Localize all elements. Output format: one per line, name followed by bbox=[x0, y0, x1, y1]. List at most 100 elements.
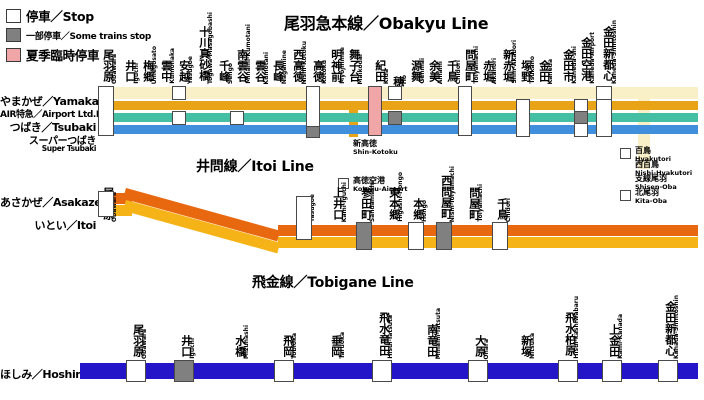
station-marker-tobigane-5[interactable] bbox=[372, 360, 392, 382]
station-marker-obakyu-25[interactable] bbox=[574, 111, 588, 124]
station-name-romaji: Kaneda bbox=[547, 58, 554, 84]
station-name-jp: 金田空港 bbox=[579, 37, 593, 81]
station-marker-tobigane-0[interactable] bbox=[126, 360, 146, 382]
station-marker-obakyu-4[interactable] bbox=[172, 111, 186, 125]
branch-callout-kita-oba: 北尾羽 Kita-Oba bbox=[635, 189, 668, 206]
station-name-jp: 明神前 bbox=[329, 48, 343, 82]
station-marker-itoi-8[interactable] bbox=[492, 222, 508, 250]
station-marker-tobigane-1[interactable] bbox=[174, 360, 194, 382]
station-name-romaji: Mizuhashi bbox=[243, 324, 250, 359]
station-marker-tobigane-3[interactable] bbox=[274, 360, 294, 382]
station-marker-itoi-0[interactable] bbox=[98, 191, 114, 217]
route-bar-asakaze-head bbox=[98, 193, 132, 204]
station-name-romaji: Togawa-Masagobashi bbox=[207, 11, 214, 84]
branch-marker-kita-oba[interactable] bbox=[620, 190, 631, 201]
station-marker-tobigane-7[interactable] bbox=[468, 360, 488, 382]
service-label-super-tsubaki-jp: スーパーつばき bbox=[28, 136, 97, 147]
station-name-romaji: Nagamine bbox=[281, 49, 288, 84]
station-name-jp: 余美 bbox=[427, 60, 441, 82]
service-label-tsubaki: つばき／Tsubaki bbox=[9, 121, 97, 134]
station-name-jp: 参田町 bbox=[359, 186, 373, 220]
station-name-romaji: Tobioka bbox=[291, 333, 298, 359]
station-marker-obakyu-7[interactable] bbox=[230, 111, 244, 125]
legend-swatch-summer-icon bbox=[6, 47, 21, 62]
station-name-jp: 穂 bbox=[391, 75, 405, 87]
station-marker-obakyu-22[interactable] bbox=[516, 99, 530, 137]
station-name-jp: 飛水竜田 bbox=[377, 312, 391, 356]
station-name-jp: 井口 bbox=[179, 335, 193, 357]
station-marker-obakyu-11[interactable] bbox=[306, 126, 320, 138]
station-name-romaji: Hongo bbox=[421, 200, 428, 222]
station-name-jp: 大原 bbox=[473, 335, 487, 357]
station-marker-tobigane-11[interactable] bbox=[658, 360, 678, 382]
service-label-itoi: いとい／Itoi bbox=[34, 219, 97, 232]
obakyu-line-title: 尾羽急本線／Obakyu Line bbox=[284, 14, 489, 33]
station-name-jp: 舞子台 bbox=[347, 48, 361, 82]
station-name-jp: 赤堀 bbox=[481, 60, 495, 82]
branch-marker-kotoku-airport[interactable] bbox=[338, 178, 349, 189]
station-marker-obakyu-18[interactable] bbox=[458, 86, 472, 136]
station-name-jp: 新塚 bbox=[519, 335, 533, 357]
station-name-romaji: Kami-Iguchi bbox=[341, 181, 348, 222]
station-name-romaji: Toiyamachi bbox=[477, 184, 484, 222]
station-name-romaji: Taruoka bbox=[339, 332, 346, 359]
station-name-jp: 紀田 bbox=[373, 60, 387, 82]
branch-callout-shin-kotoku-jp: 新高徳 bbox=[353, 139, 377, 148]
station-marker-obakyu-26[interactable] bbox=[596, 99, 612, 137]
legend-item-some: 一部停車／Some trains stop bbox=[6, 28, 186, 42]
station-marker-obakyu-0[interactable] bbox=[98, 86, 114, 136]
branch-callout-shisen-oba-ro: Shisen-Oba bbox=[635, 183, 677, 191]
station-name-jp: 千峰 bbox=[217, 60, 231, 82]
branch-marker-hyakutori[interactable] bbox=[620, 148, 631, 159]
station-marker-itoi-6[interactable] bbox=[436, 222, 452, 250]
station-name-romaji: Yasugoe bbox=[187, 55, 194, 84]
service-label-hoshimi: ほしみ／Hoshimi bbox=[0, 368, 90, 381]
station-name-romaji: Chidori bbox=[505, 197, 512, 222]
legend-label-stop: 停車／Stop bbox=[26, 9, 94, 24]
station-name-jp: 問屋町 bbox=[467, 186, 481, 220]
station-marker-obakyu-14[interactable] bbox=[388, 111, 402, 125]
route-bar-itoi-head bbox=[98, 205, 132, 216]
station-marker-obakyu-13[interactable] bbox=[368, 86, 382, 136]
branch-callout-shisen-oba-jp: 支線尾羽 bbox=[635, 174, 667, 183]
service-label-asakaze: あさかぜ／Asakaze bbox=[0, 196, 102, 209]
station-marker-tobigane-9[interactable] bbox=[558, 360, 578, 382]
station-marker-obakyu-4[interactable] bbox=[172, 86, 186, 100]
station-marker-itoi-5[interactable] bbox=[408, 222, 424, 250]
station-name-jp: 南竜田 bbox=[425, 323, 439, 357]
branch-callout-kotoku-airport-ro: Kotoku-Airport bbox=[353, 185, 408, 193]
station-marker-obakyu-14[interactable] bbox=[388, 86, 402, 100]
station-name-jp: 垂岡 bbox=[329, 335, 343, 357]
station-name-jp: 雲中 bbox=[159, 60, 173, 82]
station-name-romaji: Nishi-Toiyamachi bbox=[449, 165, 456, 222]
route-bar-airport-ltd-exp bbox=[98, 101, 698, 110]
branch-callout-nishi-hyakutori-jp: 西百鳥 bbox=[635, 160, 659, 169]
station-name-romaji: Maikodai bbox=[357, 53, 364, 84]
station-marker-itoi-1[interactable] bbox=[296, 196, 312, 240]
branch-callout-shin-kotoku: 新高徳 Shin-Kotoku bbox=[353, 139, 398, 157]
station-name-jp: 飛岡 bbox=[281, 335, 295, 357]
station-name-romaji: Nitsuka bbox=[529, 333, 536, 359]
route-bar-asakaze-main bbox=[278, 225, 698, 236]
branch-callout-kita-oba-ro: Kita-Oba bbox=[635, 197, 668, 205]
station-marker-itoi-3[interactable] bbox=[356, 222, 372, 250]
station-marker-tobigane-10[interactable] bbox=[602, 360, 622, 382]
